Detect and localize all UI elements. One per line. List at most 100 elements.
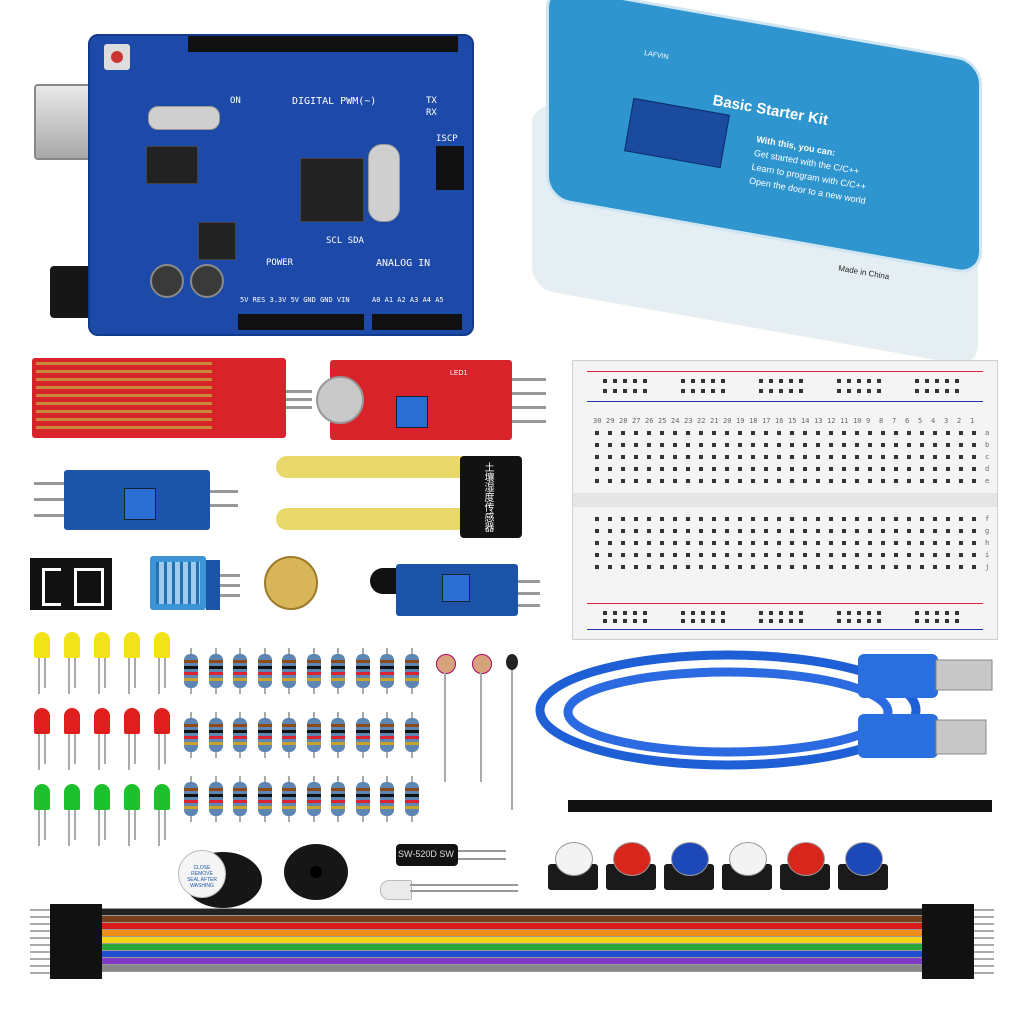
wire-pin (974, 944, 994, 946)
hole (915, 611, 919, 615)
usb-chip (146, 146, 198, 184)
hole (920, 467, 924, 471)
hole (972, 455, 976, 459)
resistor-band (257, 794, 272, 797)
hole (613, 389, 617, 393)
hole (643, 389, 647, 393)
resistor-band (380, 660, 394, 663)
hole (613, 379, 617, 383)
resistor-band (184, 660, 198, 663)
resistor (355, 654, 370, 688)
hole (790, 529, 794, 533)
hole (955, 389, 959, 393)
hole (660, 541, 664, 545)
potentiometer (442, 574, 470, 602)
lead (410, 884, 518, 886)
wire-pin (30, 930, 50, 932)
hole (681, 619, 685, 623)
hole (691, 379, 695, 383)
resistor-band (233, 806, 247, 809)
hole (933, 455, 937, 459)
resistor (380, 654, 394, 688)
analog-header (372, 314, 462, 330)
hole (660, 529, 664, 533)
hole (935, 619, 939, 623)
hole (868, 529, 872, 533)
resistor (404, 718, 419, 752)
hole (868, 443, 872, 447)
resistor-band (184, 678, 198, 681)
crystal-oscillator (368, 144, 400, 222)
hole (920, 443, 924, 447)
hole (920, 479, 924, 483)
hole (881, 517, 885, 521)
resistor-band (380, 794, 394, 797)
lead (128, 658, 130, 694)
push-button (838, 842, 888, 892)
hole (803, 541, 807, 545)
dupont-wire (100, 936, 940, 943)
hole (920, 431, 924, 435)
hole (751, 541, 755, 545)
hole (673, 467, 677, 471)
hole (673, 529, 677, 533)
hole (764, 467, 768, 471)
hole (673, 565, 677, 569)
lead (164, 658, 166, 688)
hole (686, 479, 690, 483)
hole (855, 541, 859, 545)
hole (634, 455, 638, 459)
hole (725, 553, 729, 557)
hole (725, 455, 729, 459)
resistor-band (282, 666, 296, 669)
rgb-led (380, 880, 412, 900)
power-rail-blue-line (587, 401, 983, 402)
dupont-wire (100, 929, 940, 936)
hole (907, 443, 911, 447)
resistor-band (331, 742, 345, 745)
push-button (722, 842, 772, 892)
button-cap (845, 842, 883, 876)
hole (829, 517, 833, 521)
hole (633, 379, 637, 383)
hole (725, 529, 729, 533)
lead (134, 810, 136, 840)
hole (595, 467, 599, 471)
resistor-band (331, 800, 345, 803)
dupont-wire (100, 915, 940, 922)
resistor-band (257, 672, 272, 675)
lead (74, 734, 76, 764)
hole (725, 443, 729, 447)
hole (595, 541, 599, 545)
hole (790, 467, 794, 471)
column-number: 14 (801, 417, 810, 425)
row-letter: h (985, 539, 990, 547)
hole (790, 455, 794, 459)
hole (779, 389, 783, 393)
hole (907, 455, 911, 459)
capacitor-1 (150, 264, 184, 298)
hole (621, 553, 625, 557)
lead (128, 810, 130, 846)
resistor-band (282, 660, 296, 663)
wire-pin (30, 909, 50, 911)
hole (842, 479, 846, 483)
hole (959, 565, 963, 569)
hole (621, 565, 625, 569)
hole (603, 611, 607, 615)
hole (829, 565, 833, 569)
resistor (282, 718, 296, 752)
hole (623, 379, 627, 383)
wire-pin (974, 930, 994, 932)
hole (920, 455, 924, 459)
pin (518, 580, 540, 583)
hole (803, 443, 807, 447)
resistor-band (282, 788, 296, 791)
hole (660, 565, 664, 569)
resistor-band (257, 730, 272, 733)
hole (608, 479, 612, 483)
hole (681, 379, 685, 383)
hole (881, 431, 885, 435)
hole (751, 455, 755, 459)
dht11-board (206, 560, 220, 610)
